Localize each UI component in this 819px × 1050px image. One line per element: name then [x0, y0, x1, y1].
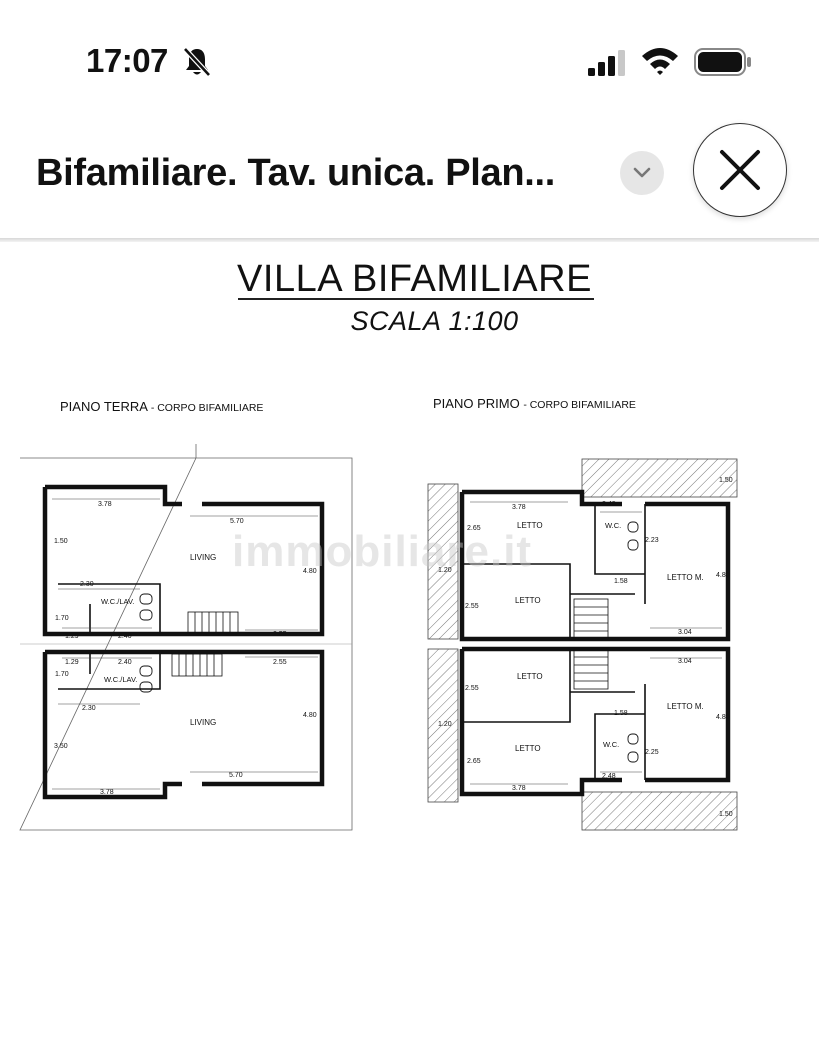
dim-label: 1.29	[65, 633, 79, 640]
header-divider	[0, 238, 819, 242]
villa-title: VILLA BIFAMILIARE	[237, 258, 592, 300]
dim-label: 2.55	[465, 685, 479, 692]
chevron-down-icon	[633, 167, 651, 178]
room-label: LIVING	[190, 718, 216, 727]
title-underline	[238, 298, 594, 300]
dim-label: 2.48	[602, 501, 616, 508]
dim-label: 2.55	[273, 659, 287, 666]
dim-label: 5.70	[230, 518, 244, 525]
dim-label: 3.04	[678, 629, 692, 636]
room-label: LETTO M.	[667, 573, 704, 582]
dim-label: 2.30	[82, 705, 96, 712]
first-floor-label-main: PIANO PRIMO	[433, 396, 520, 411]
ground-floor-label-main: PIANO TERRA	[60, 399, 148, 414]
dim-label: 1.29	[65, 659, 79, 666]
first-floor-plan	[427, 458, 738, 831]
dim-label: 2.25	[645, 749, 659, 756]
dim-label: 5.70	[229, 772, 243, 779]
document-title: Bifamiliare. Tav. unica. Plan...	[36, 152, 556, 194]
first-floor-label: PIANO PRIMO - CORPO BIFAMILIARE	[433, 396, 636, 411]
scale-label: SCALA 1:100	[350, 306, 519, 336]
first-floor-label-sub: - CORPO BIFAMILIARE	[523, 399, 636, 411]
floor-plans-drawing: 3.78 5.70 1.50 4.80 LIVING 2.30 1.70 W.C…	[19, 444, 738, 831]
room-label: W.C.	[605, 521, 621, 530]
dim-label: 3.78	[512, 504, 526, 511]
dim-label: 3.50	[54, 743, 68, 750]
dim-label: 2.55	[273, 631, 287, 638]
dim-label: 3.78	[100, 789, 114, 796]
dim-label: 1.70	[55, 615, 69, 622]
room-label: LETTO	[515, 744, 541, 753]
dim-label: 1.50	[719, 477, 733, 484]
room-label: W.C./LAV.	[101, 597, 134, 606]
cellular-signal-icon	[588, 50, 625, 76]
status-time: 17:07	[86, 42, 168, 79]
watermark: immobiliare.it	[232, 527, 533, 576]
dim-label: 2.55	[465, 603, 479, 610]
room-label: W.C./LAV.	[104, 675, 137, 684]
dim-label: 2.40	[118, 659, 132, 666]
dim-label: 1.20	[438, 721, 452, 728]
document-header: Bifamiliare. Tav. unica. Plan...	[0, 110, 819, 240]
dim-label: 3.04	[678, 658, 692, 665]
dim-label: 2.48	[602, 773, 616, 780]
room-label: LIVING	[190, 553, 216, 562]
ground-floor-label-sub: - CORPO BIFAMILIARE	[150, 402, 264, 414]
bell-slash-icon	[183, 47, 211, 77]
dim-label: 4.80	[303, 712, 317, 719]
close-icon	[720, 150, 760, 190]
battery-icon	[694, 48, 751, 76]
dim-label: 3.78	[98, 501, 112, 508]
dim-label: 2.65	[467, 525, 481, 532]
dim-label: 1.50	[719, 811, 733, 818]
wifi-icon	[642, 48, 678, 75]
ground-floor-texts: 3.78 5.70 1.50 4.80 LIVING 2.30 1.70 W.C…	[54, 501, 317, 796]
dim-label: 1.20	[438, 567, 452, 574]
dim-label: 4.80	[716, 714, 730, 721]
dim-label: 1.50	[54, 538, 68, 545]
dim-label: 2.65	[467, 758, 481, 765]
ground-floor-label: PIANO TERRA - CORPO BIFAMILIARE	[60, 399, 263, 414]
dim-label: 4.80	[303, 568, 317, 575]
dim-label: 4.80	[716, 572, 730, 579]
room-label: LETTO	[515, 596, 541, 605]
dim-label: 2.30	[80, 581, 94, 588]
floor-plan-document[interactable]: VILLA BIFAMILIARE SCALA 1:100 PIANO TERR…	[0, 244, 819, 1050]
dim-label: 2.40	[118, 633, 132, 640]
room-label: LETTO	[517, 521, 543, 530]
close-button[interactable]	[693, 123, 787, 217]
dim-label: 1.58	[614, 578, 628, 585]
dim-label: 1.70	[55, 671, 69, 678]
dim-label: 3.78	[512, 785, 526, 792]
room-label: LETTO M.	[667, 702, 704, 711]
expand-title-button[interactable]	[620, 151, 664, 195]
room-label: W.C.	[603, 740, 619, 749]
dim-label: 2.23	[645, 537, 659, 544]
status-bar: 17:07	[0, 0, 819, 110]
room-label: LETTO	[517, 672, 543, 681]
dim-label: 1.58	[614, 710, 628, 717]
first-floor-texts: 3.78 2.48 1.50 LETTO 2.65 W.C. 2.23 1.20…	[438, 477, 733, 818]
ground-floor-plan	[19, 444, 353, 831]
